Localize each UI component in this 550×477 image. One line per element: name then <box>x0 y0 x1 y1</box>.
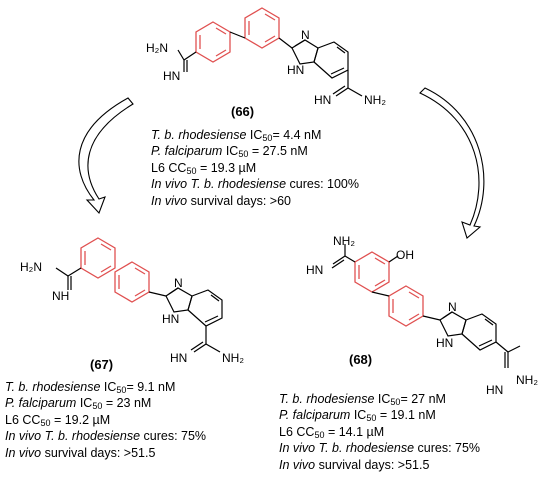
atom-label-nh2: NH₂ <box>364 93 386 107</box>
red-phenyl-ring <box>388 285 424 327</box>
activity-line: In vivo T. b. rhodesiense cures: 75% <box>279 441 481 456</box>
activity-line: In vivo survival days: >60 <box>151 193 292 208</box>
atom-label-hn: HN <box>170 351 187 365</box>
activity-line: P. falciparum IC50 = 19.1 nM <box>279 408 436 424</box>
activity-line: P. falciparum IC50 = 23 nM <box>5 396 152 412</box>
activity-line: In vivo T. b. rhodesiense cures: 75% <box>5 429 207 444</box>
atom-label-hn: HN <box>163 69 180 83</box>
activity-line: L6 CC50 = 19.2 µM <box>5 412 111 428</box>
compound-66-activity: T. b. rhodesiense IC50= 4.4 nM P. falcip… <box>151 127 359 209</box>
atom-label-nh2: NH₂ <box>222 351 244 365</box>
compound-67-activity: T. b. rhodesiense IC50= 9.1 nM P. falcip… <box>5 379 206 461</box>
compound-67-structure <box>55 237 223 353</box>
activity-line: T. b. rhodesiense IC50= 9.1 nM <box>5 380 176 395</box>
atom-label-h2n: H₂N <box>20 260 42 274</box>
atom-label-hn-ring: HN <box>436 336 453 350</box>
atom-label-nh2: NH₂ <box>516 373 538 387</box>
compound-id-67: (67) <box>90 357 113 372</box>
atom-label-nh: NH <box>52 289 69 303</box>
activity-line: L6 CC50 = 19.3 µM <box>151 160 257 176</box>
compound-68-activity: T. b. rhodesiense IC50= 27 nM P. falcipa… <box>279 391 480 473</box>
atom-label-hn-ring: HN <box>287 63 304 77</box>
red-phenyl-ring <box>195 21 231 63</box>
atom-label-hn: HN <box>306 263 323 277</box>
atom-label-n: N <box>301 28 310 42</box>
compound-id-66: (66) <box>231 104 254 119</box>
activity-line: T. b. rhodesiense IC50= 27 nM <box>279 392 446 407</box>
atom-label-hn: HN <box>486 383 503 397</box>
red-phenyl-ring <box>114 261 150 303</box>
atom-label-n: N <box>448 300 457 314</box>
atom-label-h2n: H₂N <box>146 41 168 55</box>
curved-arrow-left <box>78 97 134 215</box>
red-phenyl-ring <box>80 237 116 279</box>
compound-68-structure <box>331 244 521 368</box>
compound-id-68: (68) <box>349 352 372 367</box>
atom-label-hn-ring: HN <box>162 312 179 326</box>
activity-line: L6 CC50 = 14.1 µM <box>279 424 385 440</box>
activity-line: P. falciparum IC50 = 27.5 nM <box>151 144 308 160</box>
compound-66-structure <box>177 7 363 97</box>
curved-arrow-right <box>419 87 485 239</box>
activity-line: In vivo survival days: >51.5 <box>5 445 156 460</box>
atom-label-nh2-top: NH₂ <box>333 234 355 248</box>
red-phenyl-ring <box>354 251 390 293</box>
atom-label-hn: HN <box>314 93 331 107</box>
red-phenyl-ring <box>244 7 280 49</box>
activity-line: In vivo survival days: >51.5 <box>279 457 430 472</box>
atom-label-n: N <box>174 276 183 290</box>
activity-line: T. b. rhodesiense IC50= 4.4 nM <box>151 128 322 143</box>
atom-label-oh: OH <box>396 248 414 262</box>
activity-line: In vivo T. b. rhodesiense cures: 100% <box>151 177 360 192</box>
